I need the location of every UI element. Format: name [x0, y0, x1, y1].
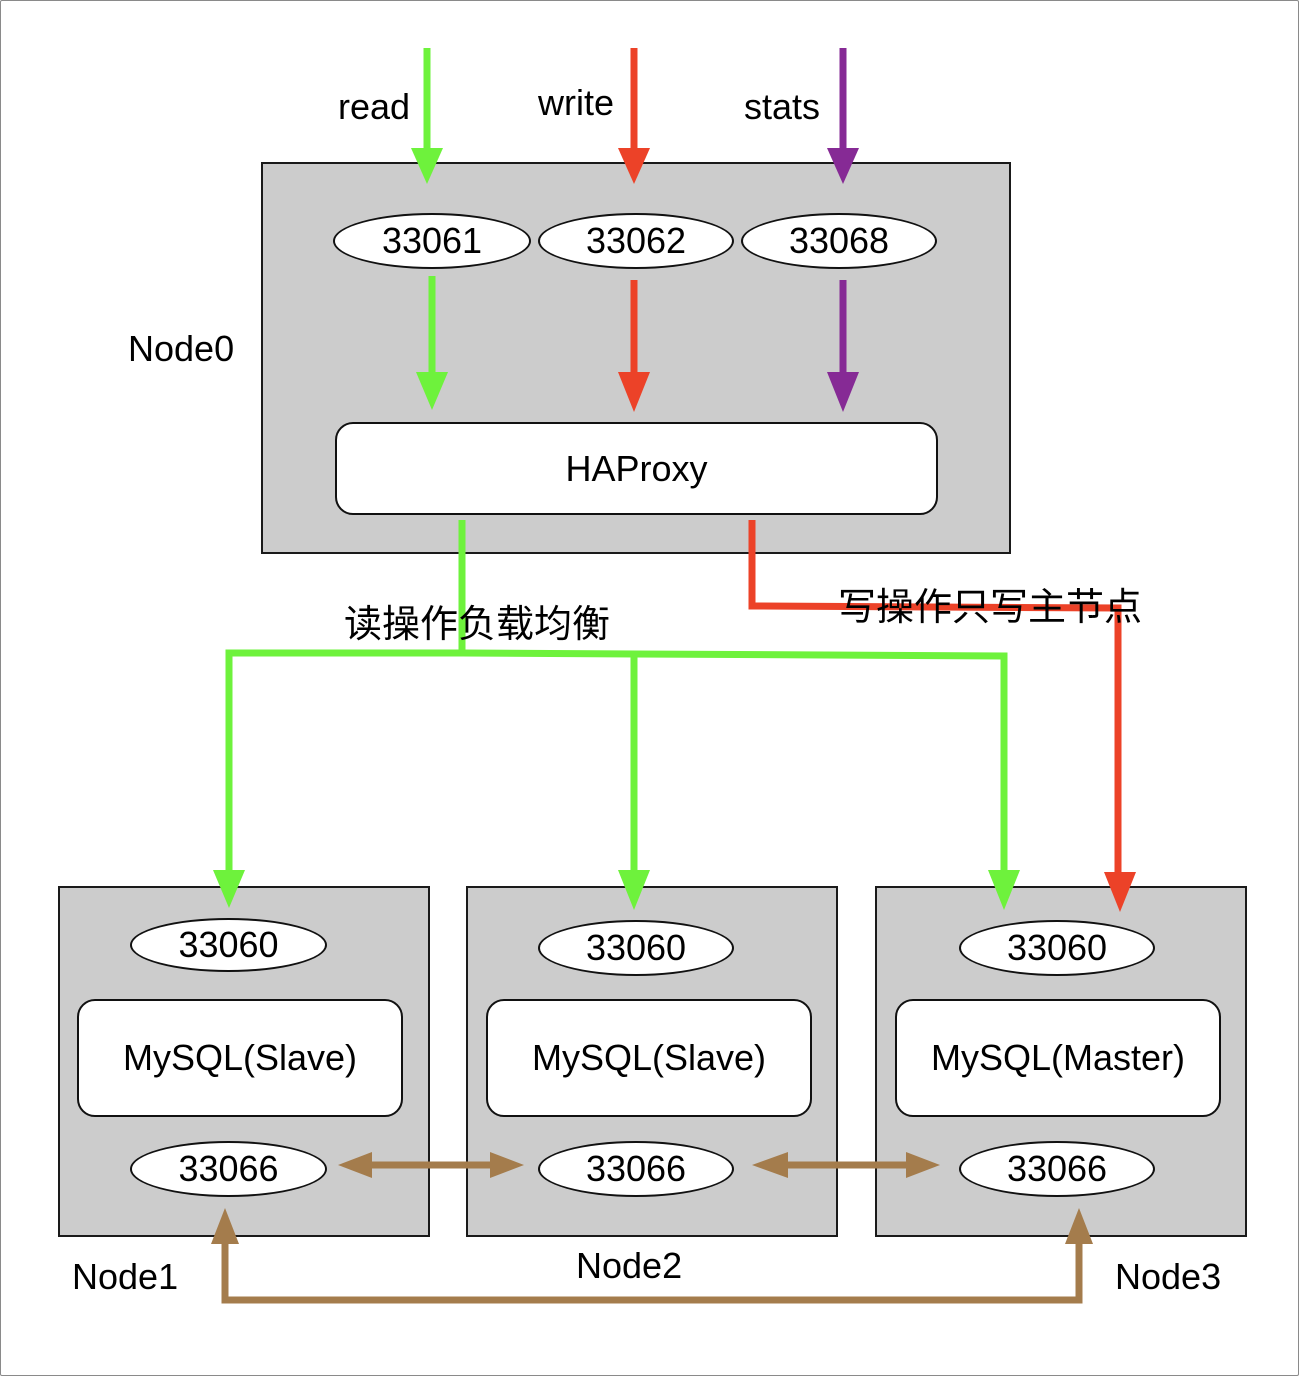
replication-arrow-node1-node3: [211, 1208, 1093, 1304]
node2-group-port-ellipse: 33066: [538, 1141, 734, 1197]
stats-port-ellipse: 33068: [741, 213, 937, 269]
replication-arrow-node1-node2: [338, 1152, 524, 1178]
stats-input-label: stats: [744, 86, 821, 127]
read-balance-annotation: 读操作负载均衡: [344, 602, 611, 646]
stats-input-arrow: [827, 48, 859, 184]
write-input-arrow: [618, 48, 650, 184]
write-input-label: write: [538, 82, 615, 123]
read-port-to-proxy-arrow: [416, 276, 448, 410]
write-port-to-proxy-arrow: [618, 280, 650, 412]
read-arrowhead-node3: [988, 870, 1020, 910]
node0-label: Node0: [128, 328, 235, 369]
node1-label: Node1: [72, 1256, 179, 1297]
read-arrowhead-node2: [618, 870, 650, 910]
node1-mysql-box: MySQL(Slave): [77, 999, 403, 1117]
write-arrowhead-node3: [1104, 872, 1136, 912]
read-input-label: read: [338, 86, 411, 127]
node1-client-port-ellipse: 33060: [130, 918, 327, 972]
node2-client-port-ellipse: 33060: [538, 920, 734, 976]
node2-label: Node2: [576, 1245, 683, 1286]
read-port-ellipse: 33061: [333, 213, 531, 269]
write-master-annotation: 写操作只写主节点: [838, 585, 1143, 629]
node3-label: Node3: [1115, 1256, 1222, 1297]
node3-group-port-ellipse: 33066: [959, 1141, 1155, 1197]
node1-group-port-ellipse: 33066: [130, 1141, 327, 1197]
node2-mysql-box: MySQL(Slave): [486, 999, 812, 1117]
replication-arrow-node2-node3: [752, 1152, 940, 1178]
read-arrowhead-node1: [213, 870, 245, 908]
write-master-line: [748, 520, 1122, 874]
node3-client-port-ellipse: 33060: [959, 920, 1155, 976]
haproxy-box: HAProxy: [335, 422, 938, 515]
write-port-ellipse: 33062: [538, 213, 734, 269]
node3-mysql-box: MySQL(Master): [895, 999, 1221, 1117]
read-balance-lines: [225, 520, 1008, 872]
stats-port-to-proxy-arrow: [827, 280, 859, 412]
read-input-arrow: [411, 48, 443, 184]
